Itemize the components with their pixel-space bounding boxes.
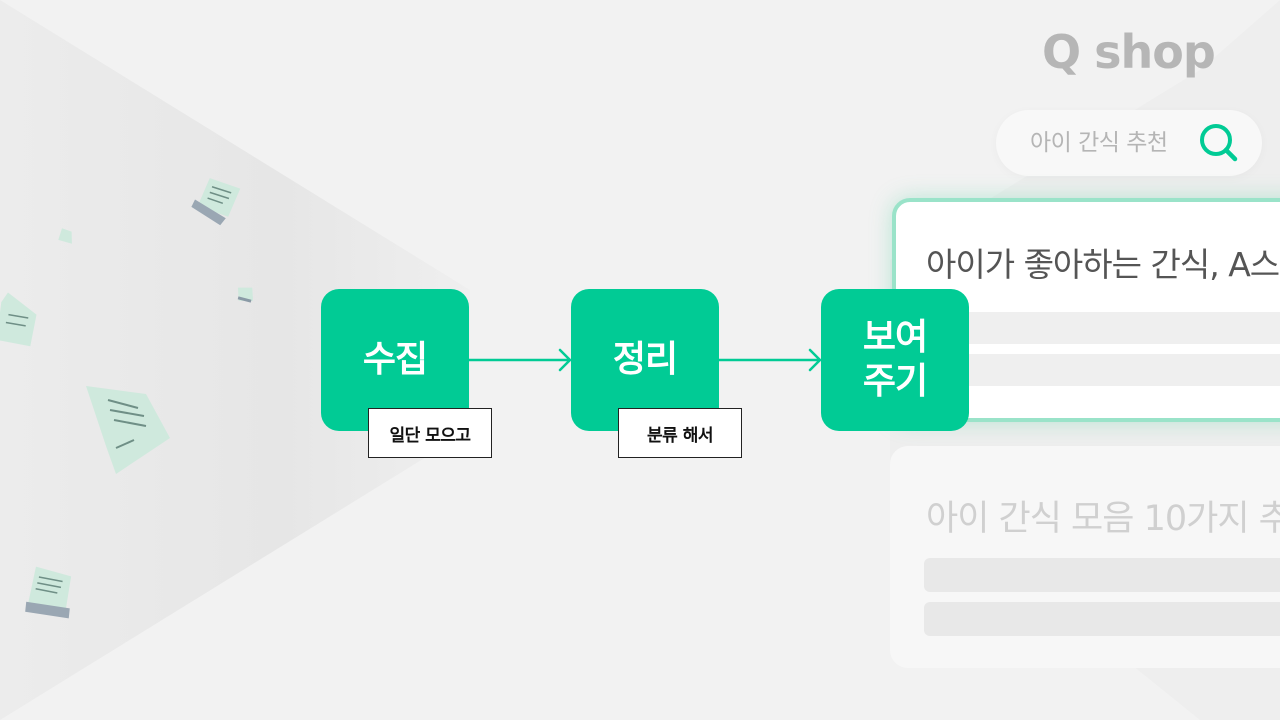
result-title: 아이 간식 모음 10가지 추: [926, 499, 1280, 539]
step-label: 수집: [362, 339, 428, 380]
paper-icon: [0, 292, 37, 347]
step-label: 정리: [612, 339, 678, 380]
result-card-secondary[interactable]: 아이 간식 모음 10가지 추: [890, 446, 1280, 668]
search-icon[interactable]: [1198, 122, 1240, 164]
placeholder-line: [924, 602, 1280, 636]
step-note: 분류 해서: [618, 408, 742, 458]
step-note: 일단 모으고: [368, 408, 492, 458]
logo-text: shop: [1094, 25, 1216, 79]
paper-icon: [86, 386, 170, 474]
search-placeholder: 아이 간식 추천: [1030, 130, 1168, 156]
paper-icon: [237, 287, 254, 303]
placeholder-line: [924, 558, 1280, 592]
paper-icon: [25, 566, 72, 619]
step-label-line: 주기: [862, 361, 928, 402]
search-bar[interactable]: 아이 간식 추천: [996, 110, 1262, 176]
result-title: 아이가 좋아하는 간식, A스: [926, 245, 1280, 284]
paper-icon: [191, 178, 241, 226]
logo-q: Q: [1042, 25, 1081, 79]
step-collect: 수집: [321, 289, 469, 431]
paper-icon: [58, 228, 72, 244]
step-organize: 정리: [571, 289, 719, 431]
step-label-line: 보여: [862, 317, 928, 358]
